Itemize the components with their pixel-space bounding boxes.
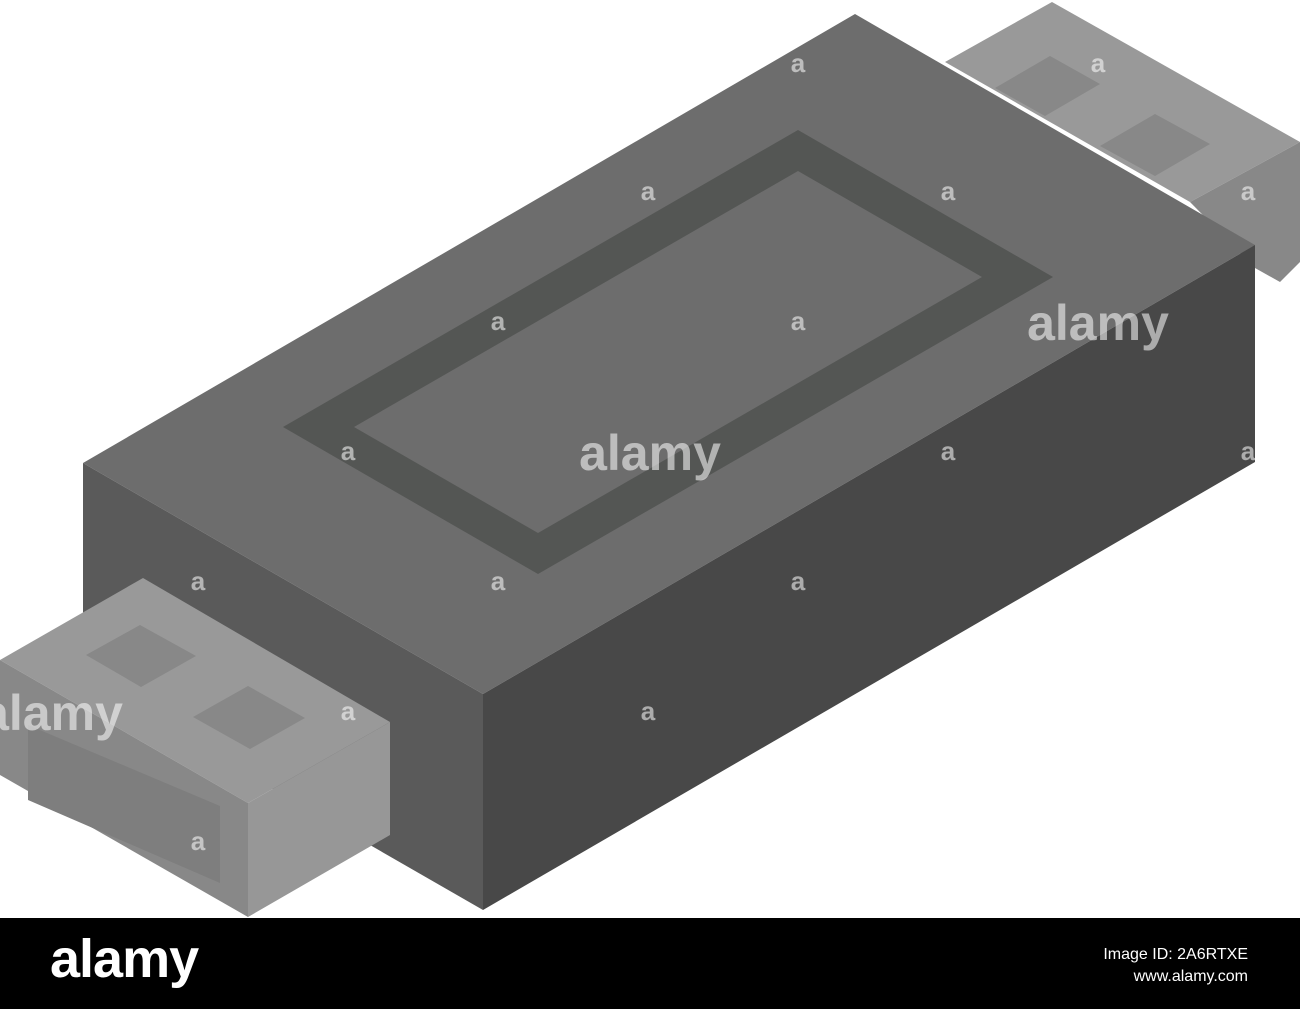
watermark-mark: a xyxy=(341,696,356,726)
watermark-mark: a xyxy=(941,176,956,206)
back-plug-contact-2 xyxy=(1100,114,1210,176)
front-plug-side xyxy=(248,722,390,917)
watermark-mark: a xyxy=(1241,436,1256,466)
usb-adapter-illustration: a a a a a a a a a a a a a a a a alamy alamy alamy xyxy=(0,2,1300,917)
front-plug-top xyxy=(0,578,390,803)
watermark-mark: a xyxy=(1091,48,1106,78)
watermark-mark: a xyxy=(491,566,506,596)
watermark-mark: a xyxy=(791,48,806,78)
back-usb-plug xyxy=(945,2,1300,282)
front-plug-contact-2 xyxy=(193,686,305,749)
footer-bar: alamy Image ID: 2A6RTXE www.alamy.com xyxy=(0,918,1300,1009)
watermark-word: alamy xyxy=(0,685,123,741)
back-plug-top xyxy=(945,2,1300,202)
watermark-marks: a a a a a a a a a a a a a a a a xyxy=(191,48,1256,856)
back-plug-end xyxy=(1190,142,1300,282)
label-inner xyxy=(354,171,982,533)
front-plug-opening xyxy=(28,725,220,883)
back-plug-contact-1 xyxy=(995,56,1100,116)
watermark-mark: a xyxy=(941,436,956,466)
watermark-word: alamy xyxy=(579,425,721,481)
alamy-logo: alamy xyxy=(50,929,199,989)
front-plug-contact-1 xyxy=(86,625,196,687)
watermark-words: alamy alamy alamy xyxy=(0,295,1169,741)
watermark-mark: a xyxy=(791,306,806,336)
watermark-mark: a xyxy=(641,176,656,206)
watermark-mark: a xyxy=(1241,176,1256,206)
image-info: Image ID: 2A6RTXE www.alamy.com xyxy=(1103,944,1248,987)
image-id-text: Image ID: 2A6RTXE xyxy=(1103,946,1248,963)
watermark-mark: a xyxy=(191,826,206,856)
site-url-text: www.alamy.com xyxy=(1133,967,1248,985)
watermark-mark: a xyxy=(641,696,656,726)
watermark-mark: a xyxy=(191,566,206,596)
watermark-word: alamy xyxy=(1027,295,1169,351)
front-usb-plug xyxy=(0,578,390,917)
watermark-mark: a xyxy=(341,436,356,466)
watermark-mark: a xyxy=(791,566,806,596)
body-front xyxy=(483,245,1255,910)
watermark-mark: a xyxy=(491,306,506,336)
